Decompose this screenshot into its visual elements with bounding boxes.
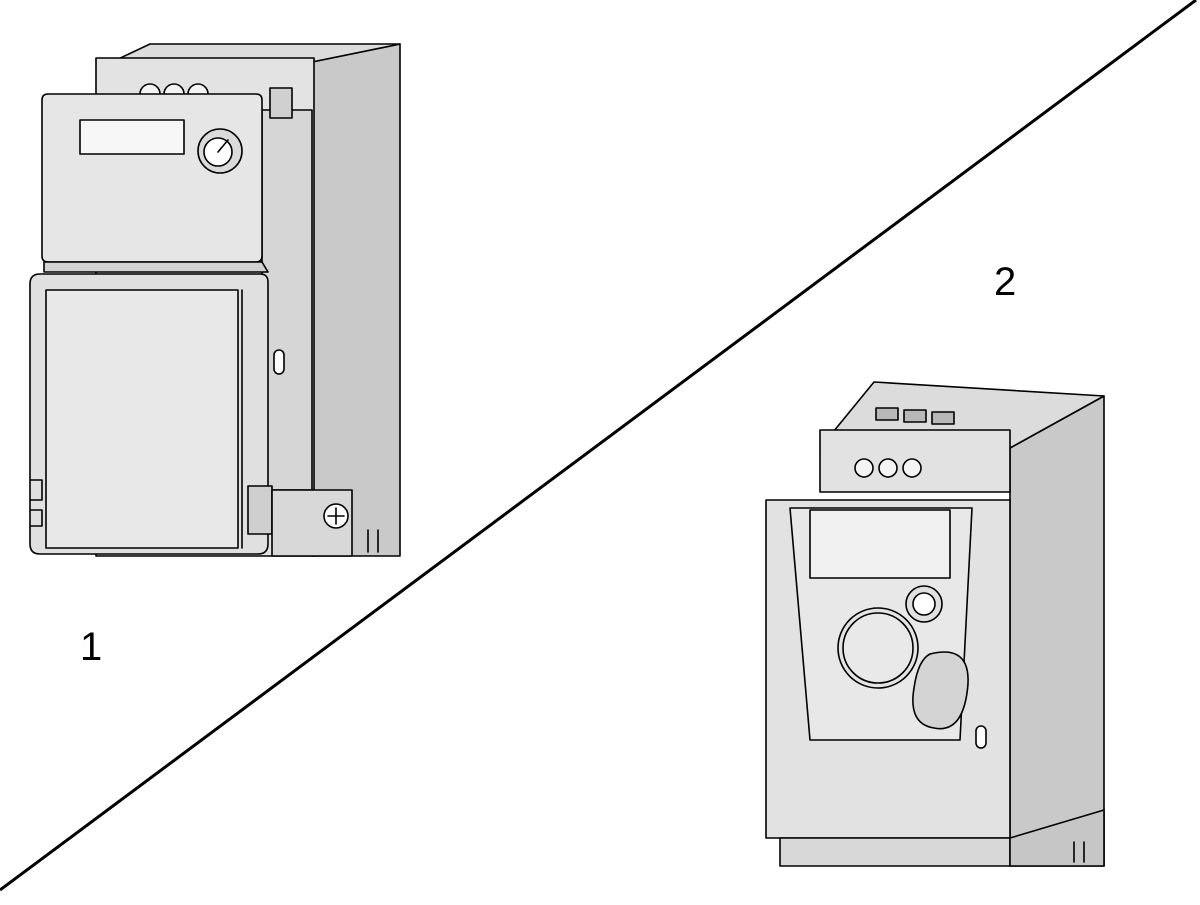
device-1-side-panel bbox=[311, 43, 401, 557]
device-1-side-slot bbox=[273, 349, 285, 375]
device-1-mounting-base bbox=[271, 489, 379, 557]
device-1-cover-face bbox=[45, 289, 239, 549]
potentiometer-knob-icon bbox=[197, 128, 243, 174]
device-1-top-clip bbox=[269, 87, 293, 119]
device-2-display-window bbox=[809, 509, 951, 579]
device-1-hinge bbox=[43, 261, 269, 273]
device-1-display-window bbox=[79, 119, 185, 155]
device-2-top-slots bbox=[875, 407, 955, 425]
device-2-mounting-base bbox=[779, 809, 1105, 867]
device-2-side-slot bbox=[975, 725, 987, 749]
jog-dial-icon bbox=[837, 607, 919, 689]
device-1-recess bbox=[261, 109, 313, 491]
device-2-top-vent-holes bbox=[854, 458, 922, 478]
device-1-cover-latches bbox=[29, 479, 43, 527]
callout-label-1: 1 bbox=[80, 625, 103, 669]
oval-button-icon bbox=[912, 651, 969, 730]
device-2-side-panel bbox=[1009, 395, 1105, 867]
small-button-icon bbox=[905, 585, 943, 623]
device-1-latch bbox=[247, 485, 273, 535]
callout-label-2: 2 bbox=[994, 260, 1017, 304]
device-2 bbox=[765, 381, 1105, 867]
device-1 bbox=[29, 43, 401, 557]
